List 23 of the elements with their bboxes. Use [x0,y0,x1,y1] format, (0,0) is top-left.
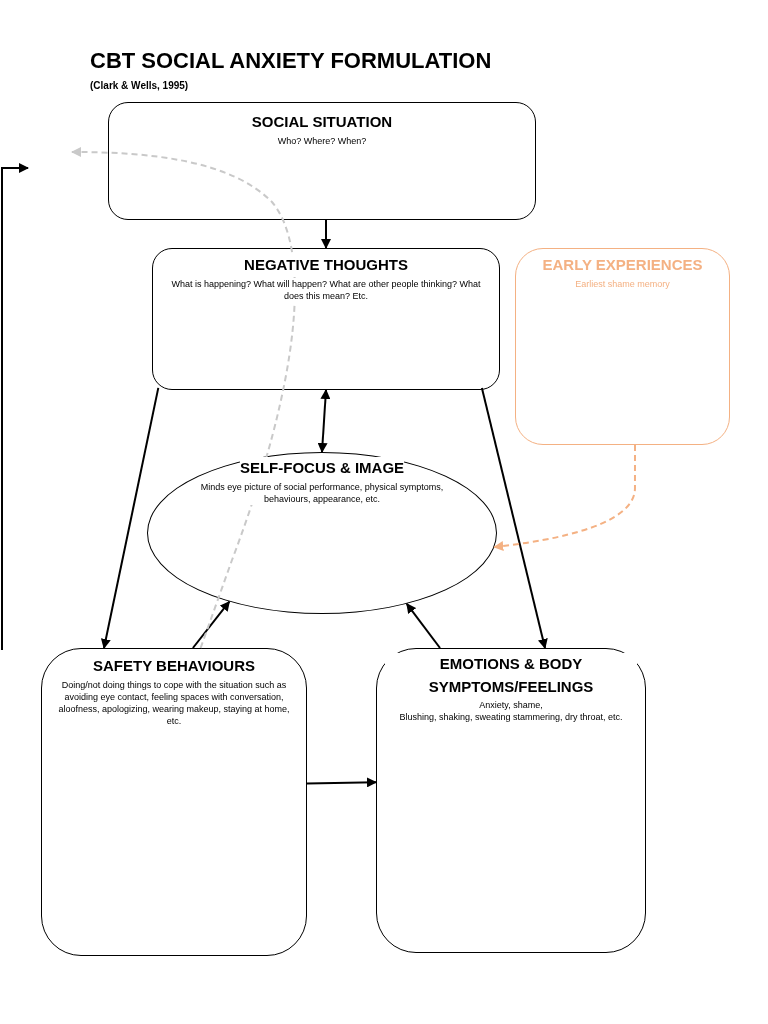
box-description: Anxiety, shame, [479,699,543,712]
box-description: Earliest shame memory [575,277,670,290]
box-heading: SELF-FOCUS & IMAGE [239,457,405,480]
box-description: Who? Where? When? [277,134,367,147]
process-box [152,248,500,390]
process-box [41,648,307,956]
process-box [108,102,536,220]
process-box [515,248,730,445]
box-description: Minds eye picture of social performance, physical symptoms, behaviours, appearance, etc. [198,480,446,505]
arrow [306,777,377,788]
title: CBT SOCIAL ANXIETY FORMULATION [90,48,492,74]
arrow [493,444,636,551]
arrow [100,386,160,649]
arrow [405,602,441,649]
arrow [317,389,331,453]
arrow [480,386,548,649]
process-box [376,648,646,953]
arrow [321,219,331,249]
box-heading: NEGATIVE THOUGHTS [244,254,408,277]
arrow [191,600,231,649]
citation: (Clark & Wells, 1995) [90,80,189,91]
arrow [71,147,296,649]
box-description: Blushing, shaking, sweating stammering, dry throat, etc. [399,711,623,724]
